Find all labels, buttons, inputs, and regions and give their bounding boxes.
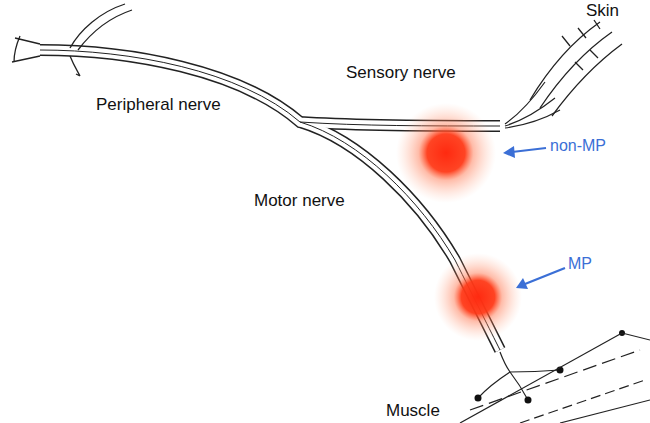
sensory-endings [505, 82, 560, 128]
end-plates [475, 330, 626, 404]
skin-layers [530, 20, 622, 116]
part-label: Motor nerve [254, 192, 345, 209]
nerve-cut-end [12, 4, 132, 76]
callout-label: non-MP [550, 138, 606, 154]
pointer-arrows [503, 146, 565, 289]
stimulation-glow [434, 253, 522, 341]
callout-label: MP [568, 256, 592, 272]
part-label: Peripheral nerve [96, 96, 221, 113]
muscle-fibres [460, 333, 650, 423]
skin-label: Skin [586, 2, 619, 19]
part-label: Muscle [386, 402, 440, 419]
nerve-fibres [40, 50, 500, 350]
stimulation-glow [396, 103, 496, 203]
part-label: Sensory nerve [346, 64, 456, 81]
